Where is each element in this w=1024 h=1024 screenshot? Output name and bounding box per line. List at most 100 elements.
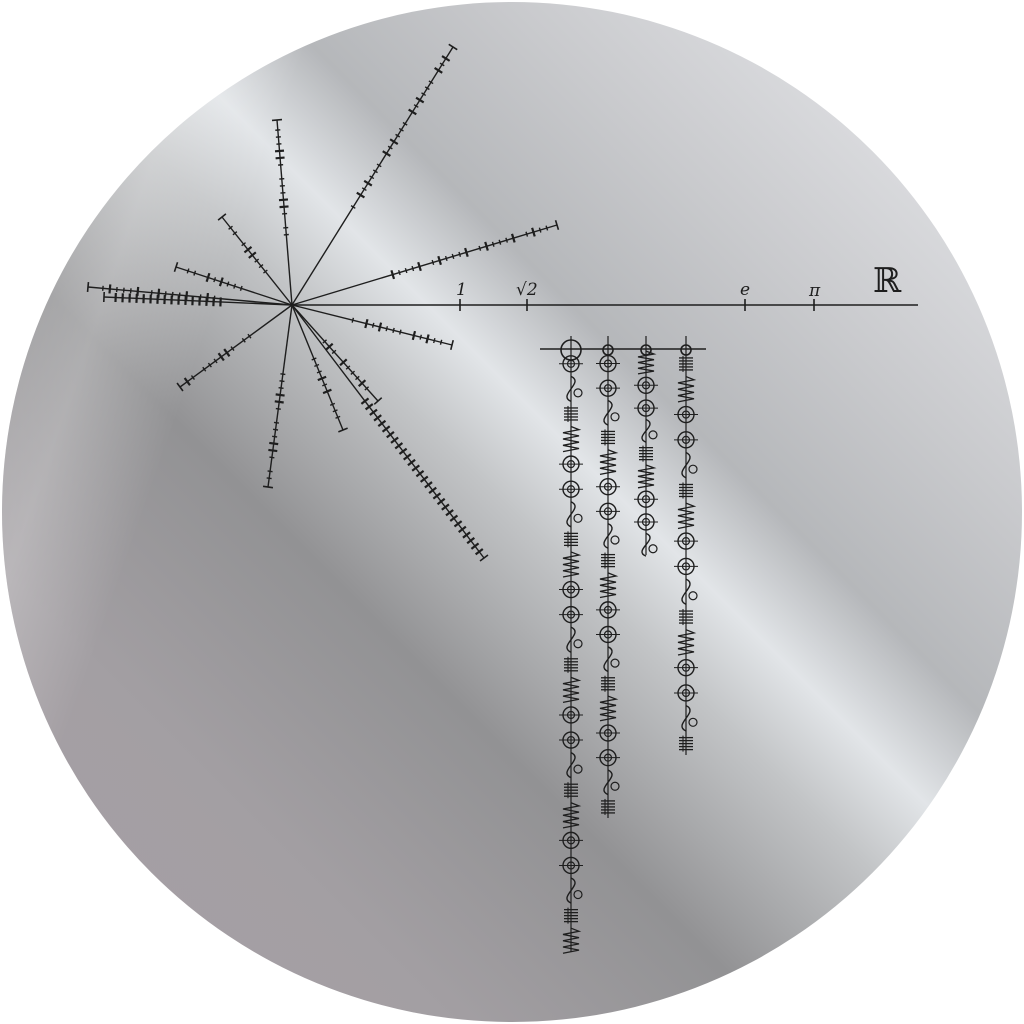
pulsar-tick [108,284,112,294]
wave-glyph [677,502,697,530]
pulsar-tick [322,339,328,344]
curve-glyph [566,501,576,528]
pulsar-tick [243,245,253,254]
curve-glyph [603,769,613,796]
glyph-column-1 [559,336,583,954]
pulsar-tick [355,375,360,381]
pulsar-tick [510,233,516,243]
column-head-glyph [560,339,582,361]
pulsar-tick [445,509,454,517]
pulsar-tick [398,447,408,455]
pulsar-tick [275,407,281,410]
pulsar-tick [419,334,422,340]
column-head-glyph [640,344,652,356]
pulsar-tick [345,365,351,370]
pulsar-tick [335,415,341,419]
curve-glyph-loop [610,781,620,791]
pulsar-end-cap [448,43,458,51]
pulsar-end-cap [173,261,179,273]
pulsar-tick [218,277,224,287]
pulsar-tick [453,520,463,528]
pulsar-tick [392,327,395,333]
curve-glyph-loop [610,535,620,545]
pulsar-line [87,286,293,306]
pulsar-tick [361,187,367,192]
pulsar-tick [202,366,207,372]
pulsar-tick [531,227,536,237]
pulsar-tick [369,408,378,416]
pulsar-tick [364,318,369,329]
wave-glyph [599,449,619,476]
pulsar-tick [280,373,286,376]
wave-glyph [562,551,582,578]
label-sqrt2: √2 [516,280,538,300]
pulsar-tick [441,55,451,62]
glyph-columns [540,336,706,954]
pulsar-tick [434,67,443,74]
pulsar-tick [390,269,396,280]
curve-glyph-loop [573,764,583,774]
pulsar-tick [268,448,278,453]
curve-glyph [566,877,576,904]
pulsar-tick [411,464,420,472]
curve-glyph [681,578,691,606]
pulsar-tick [356,191,365,199]
pulsar-tick [332,409,338,413]
pulsar-line [291,304,485,559]
pulsar-tick [462,531,471,539]
pulsar-tick [266,477,272,480]
pulsar-tick [247,333,252,339]
curve-glyph [603,399,613,426]
pulsar-tick [441,503,450,511]
pulsar-tick [350,205,356,209]
pulsar-tick [329,402,336,406]
curve-glyph-loop [648,544,658,554]
pulsar-tick [436,497,446,506]
pulsar-tick [411,265,415,272]
pulsar-tick [279,205,289,209]
wave-glyph [599,695,619,722]
pulsar-tick [415,470,425,478]
curve-glyph-loop [573,388,583,398]
pulsar-tick [419,475,429,483]
pulsar-tick [213,277,217,283]
pulsar-tick [424,481,433,489]
curve-glyph-loop [573,513,583,523]
curve-glyph [566,375,576,403]
pulsar-tick [316,370,322,374]
pulsar-tick [357,379,367,388]
pulsar-tick [269,456,275,459]
pulsar-tick [272,428,279,431]
pulsar-tick [458,251,462,257]
pulsar-tick [322,383,328,387]
pulsar-tick [325,342,334,351]
curve-glyph [566,751,576,779]
pulsar-tick [464,247,469,257]
glyph-column-4 [674,336,698,755]
pulsar-tick [437,255,442,266]
pulsar-tick [449,514,459,522]
pulsar-tick [431,259,435,266]
pulsar-tick [399,329,402,335]
pulsar-tick [213,358,218,364]
pulsar-tick [239,285,243,291]
pulsar-tick [484,241,489,251]
pulsar-tick [387,145,393,150]
pulsar-end-cap [176,382,184,392]
pulsar-tick [470,542,480,550]
pulsar-tick [193,270,197,276]
pulsar-tick [186,268,190,274]
pulsar-tick [232,231,238,236]
pulsar-tick [207,362,212,368]
pulsar-tick [394,442,404,450]
glyph-column-2 [596,336,620,818]
pulsar-tick [364,386,370,391]
pulsar-tick [421,92,427,97]
pulsar-tick [364,403,374,411]
pulsar-tick [269,441,279,446]
pulsar-tick [439,62,445,67]
pulsar-line [103,296,293,306]
pulsar-tick [373,414,382,422]
pulsar-tick [248,251,257,259]
pulsar-tick [439,339,443,345]
